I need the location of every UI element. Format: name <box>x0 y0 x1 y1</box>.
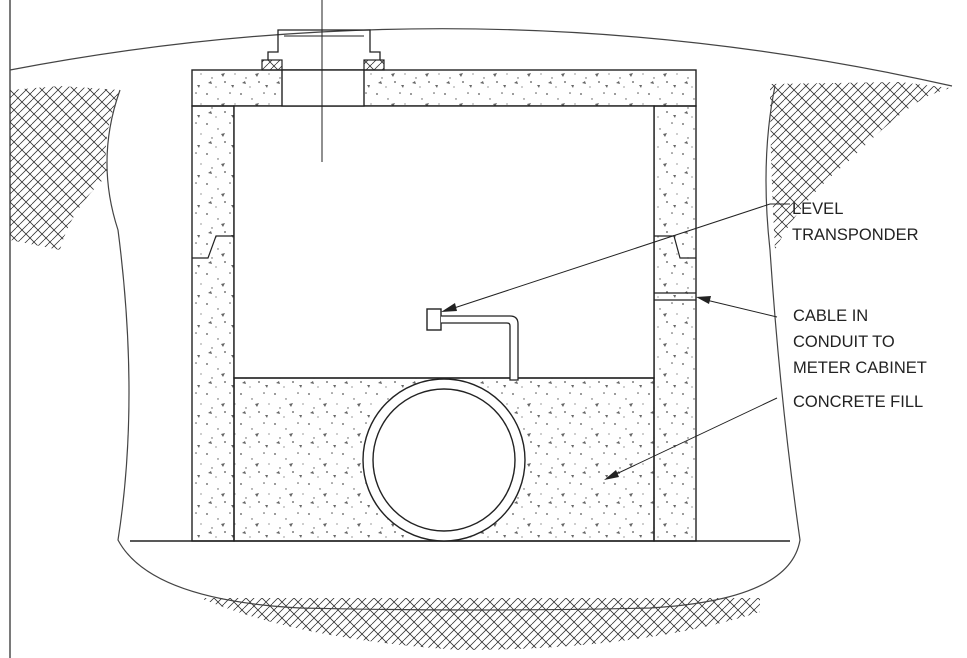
ground-surface-line <box>9 28 953 87</box>
pit-right-wall <box>653 105 697 542</box>
left-wall-joint <box>192 235 234 259</box>
label-level-line-2: TRANSPONDER <box>792 226 919 244</box>
earth-hatch-bottom <box>200 598 760 650</box>
lid-seat-left <box>261 59 283 71</box>
pit-interior <box>233 105 655 379</box>
label-concrete-line-1: CONCRETE FILL <box>793 393 923 411</box>
label-cable-line-1: CABLE IN <box>793 307 868 325</box>
leader-cable-conduit <box>696 296 778 318</box>
pit-roof-slab <box>191 69 697 107</box>
earth-hatch-left <box>10 86 120 250</box>
label-cable-in-conduit: CABLE IN CONDUIT TO METER CABINET <box>793 307 927 377</box>
lid-seat-right <box>363 59 385 71</box>
label-concrete-fill: CONCRETE FILL <box>793 393 923 411</box>
transponder-conduit <box>441 315 519 381</box>
pit-left-wall <box>191 105 235 542</box>
right-wall-joint <box>654 235 696 259</box>
level-transponder-device <box>426 308 442 331</box>
access-lid <box>267 29 381 60</box>
leader-level-transponder <box>441 203 790 312</box>
excavation-outline <box>106 85 801 611</box>
label-level-line-1: LEVEL <box>792 200 843 218</box>
leader-concrete-fill <box>604 397 778 480</box>
access-opening <box>281 69 365 107</box>
pipe-inner <box>372 388 516 532</box>
earth-hatch-right <box>770 82 950 250</box>
label-cable-line-3: METER CABINET <box>793 359 927 377</box>
label-level-transponder: LEVEL TRANSPONDER <box>792 200 919 244</box>
label-cable-line-2: CONDUIT TO <box>793 333 895 351</box>
